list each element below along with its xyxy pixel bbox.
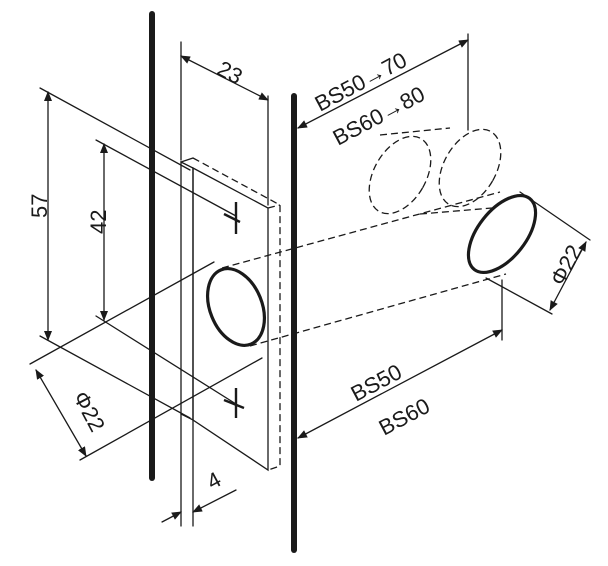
dimension-42 (95, 139, 237, 405)
label-bs60: BS60 (375, 393, 434, 440)
screw-hole-lower (223, 388, 245, 418)
bore-end-hole (466, 193, 538, 275)
plate-latch-hole (206, 267, 266, 347)
label-23: 23 (213, 56, 246, 90)
label-57: 57 (27, 194, 52, 218)
label-42: 42 (86, 210, 111, 234)
dimension-backset-range (297, 33, 469, 131)
dimension-phi22-right (485, 191, 591, 315)
dimension-phi22-left (29, 261, 263, 461)
dimension-23 (180, 41, 269, 206)
screw-hole-upper (223, 202, 241, 234)
label-phi22-right: Φ22 (545, 241, 587, 290)
latch-bore-cylinder (221, 127, 507, 347)
label-bs50: BS50 (347, 359, 406, 406)
dimension-4 (161, 413, 237, 527)
dimension-backset (297, 279, 503, 439)
label-4: 4 (203, 467, 226, 495)
dimension-57 (39, 87, 191, 419)
strike-plate (180, 157, 281, 472)
label-phi22-left: Φ22 (68, 387, 110, 436)
